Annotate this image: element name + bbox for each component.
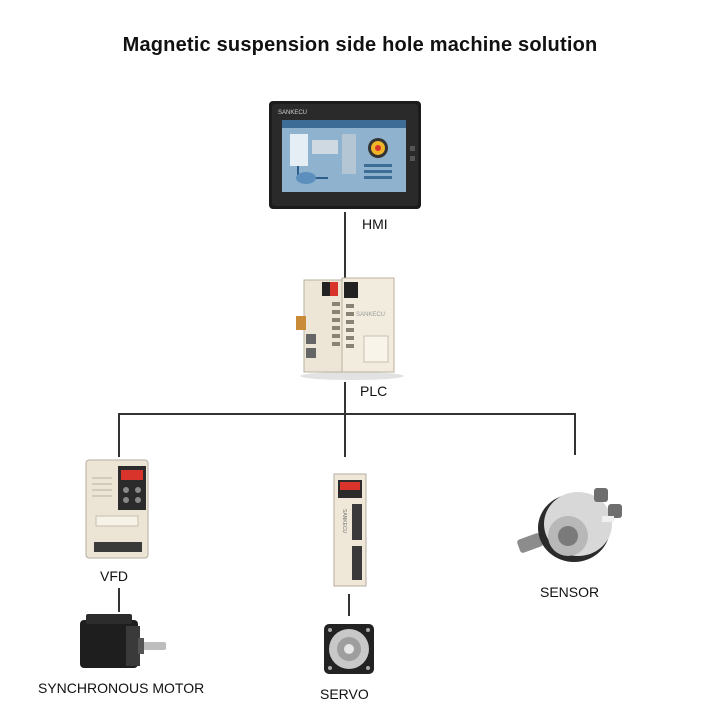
servo-drive-device: SANKECU: [333, 473, 367, 587]
plc-brand-text: SANKECU: [356, 312, 385, 318]
synchronous-motor-device: [80, 614, 166, 668]
diagram-title: Magnetic suspension side hole machine so…: [122, 34, 598, 56]
connector-bus-sensor: [574, 413, 576, 455]
connector-bus-servo: [344, 413, 346, 457]
servo-motor-device: [324, 624, 374, 674]
sensor-device: [517, 488, 622, 562]
connector-bus-vfd: [118, 413, 120, 457]
connector-vfd-motor: [118, 588, 120, 612]
connector-plc-bus: [344, 382, 346, 414]
connector-hmi-plc: [344, 212, 346, 278]
connector-servo-motor: [348, 594, 350, 616]
servo-drive-brand-text: SANKECU: [341, 509, 347, 534]
connector-bus-horizontal: [118, 413, 576, 415]
hmi-label: HMI: [362, 216, 388, 232]
servo-motor-label: SERVO: [320, 686, 369, 702]
hmi-brand-text: SANKECU: [278, 110, 307, 116]
vfd-device: [85, 459, 149, 559]
plc-device: SANKECU: [296, 277, 404, 380]
synchronous-motor-label: SYNCHRONOUS MOTOR: [38, 680, 205, 696]
vfd-label: VFD: [100, 568, 128, 584]
hmi-device: SANKECU: [269, 101, 421, 209]
sensor-label: SENSOR: [540, 584, 600, 600]
plc-label: PLC: [360, 383, 388, 399]
